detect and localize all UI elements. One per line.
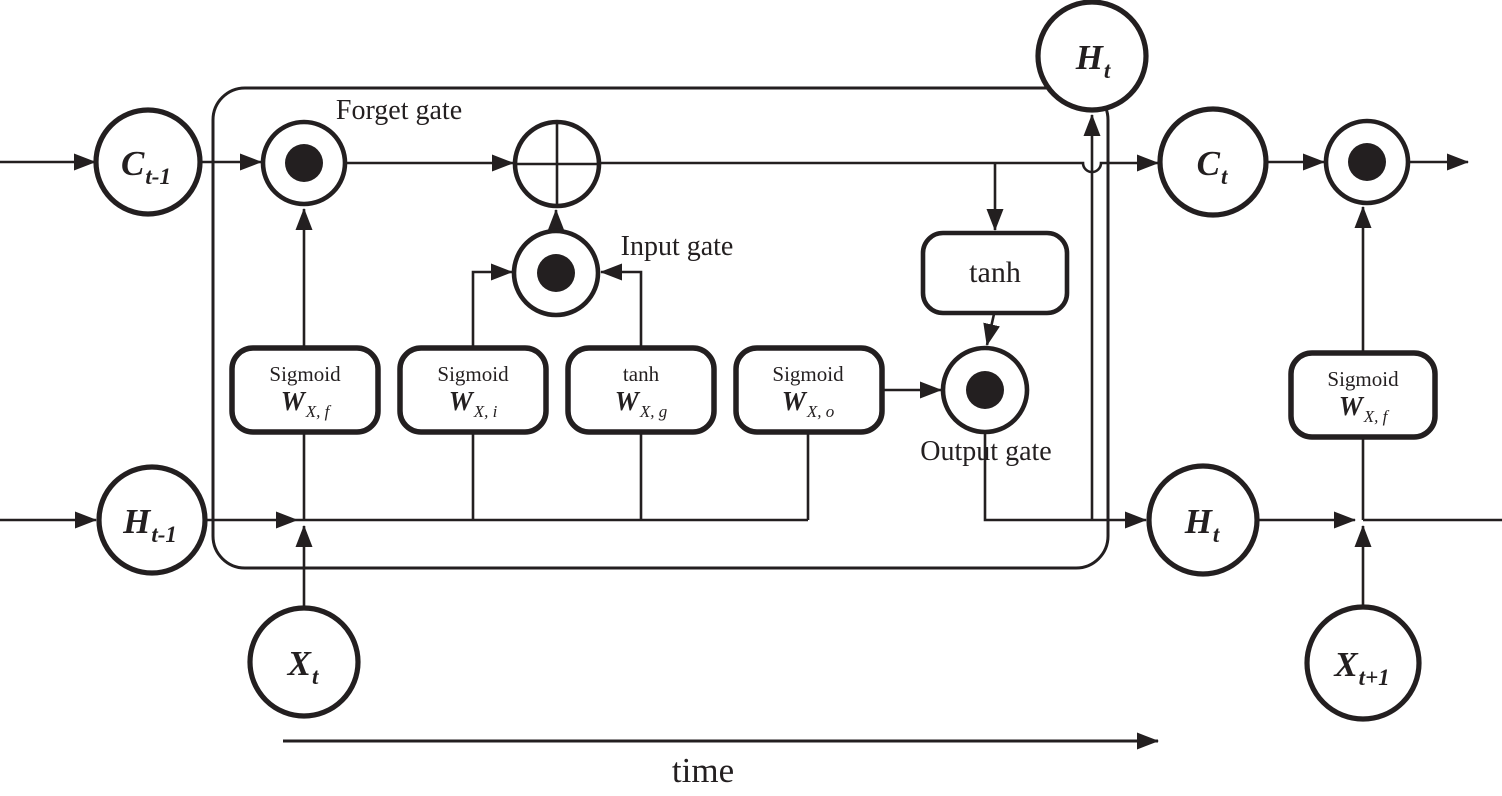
hidden-state-path	[0, 432, 1502, 529]
forget-gate-label: Forget gate	[335, 95, 463, 126]
time-axis-label: time	[671, 751, 735, 790]
weight-box-output	[733, 345, 885, 435]
label-x-t: Xt	[287, 644, 319, 689]
label-h-t-right: Ht	[1184, 502, 1220, 547]
weight-box-forget-label: Sigmoid WX, f	[269, 361, 341, 421]
output-gate-label: Output gate	[920, 436, 1052, 467]
weight-box-candidate-label: tanh WX, g	[614, 361, 668, 421]
x-t-node	[247, 605, 361, 719]
next-multiply-circle	[1323, 118, 1411, 206]
weight-box-forget	[229, 345, 381, 435]
cell-boundary-box	[211, 86, 1110, 570]
h-t-top-node	[1035, 0, 1149, 113]
output-gate-multiply-circle	[940, 345, 1030, 435]
weight-box-input-label: Sigmoid WX, i	[437, 361, 509, 421]
input-gate-multiply-circle	[511, 228, 601, 318]
weight-box-output-label: Sigmoid WX, o	[772, 361, 844, 421]
weight-box-next-forget-label: Sigmoid WX, f	[1327, 366, 1399, 426]
c-t-node	[1157, 106, 1269, 218]
label-h-t-top: Ht	[1075, 38, 1111, 83]
x-next-node	[1304, 604, 1422, 722]
h-prev-node	[96, 464, 208, 576]
weight-box-input	[397, 345, 549, 435]
label-c-t: Ct	[1196, 144, 1228, 189]
weight-box-candidate	[565, 345, 717, 435]
tanh-box-label: tanh	[969, 256, 1021, 289]
weight-box-risers	[295, 208, 942, 608]
label-c-prev: Ct-1	[121, 144, 171, 189]
c-prev-node	[93, 107, 203, 217]
pointwise-add-circle	[512, 119, 602, 209]
weight-box-next-forget	[1288, 350, 1438, 440]
label-x-next: Xt+1	[1334, 645, 1390, 690]
tanh-branch-line	[983, 163, 1004, 346]
h-t-right-node	[1146, 463, 1260, 577]
forget-gate-multiply-circle	[260, 119, 348, 207]
tanh-box	[920, 230, 1070, 316]
label-h-prev: Ht-1	[123, 502, 177, 547]
input-gate-label: Input gate	[620, 231, 734, 262]
